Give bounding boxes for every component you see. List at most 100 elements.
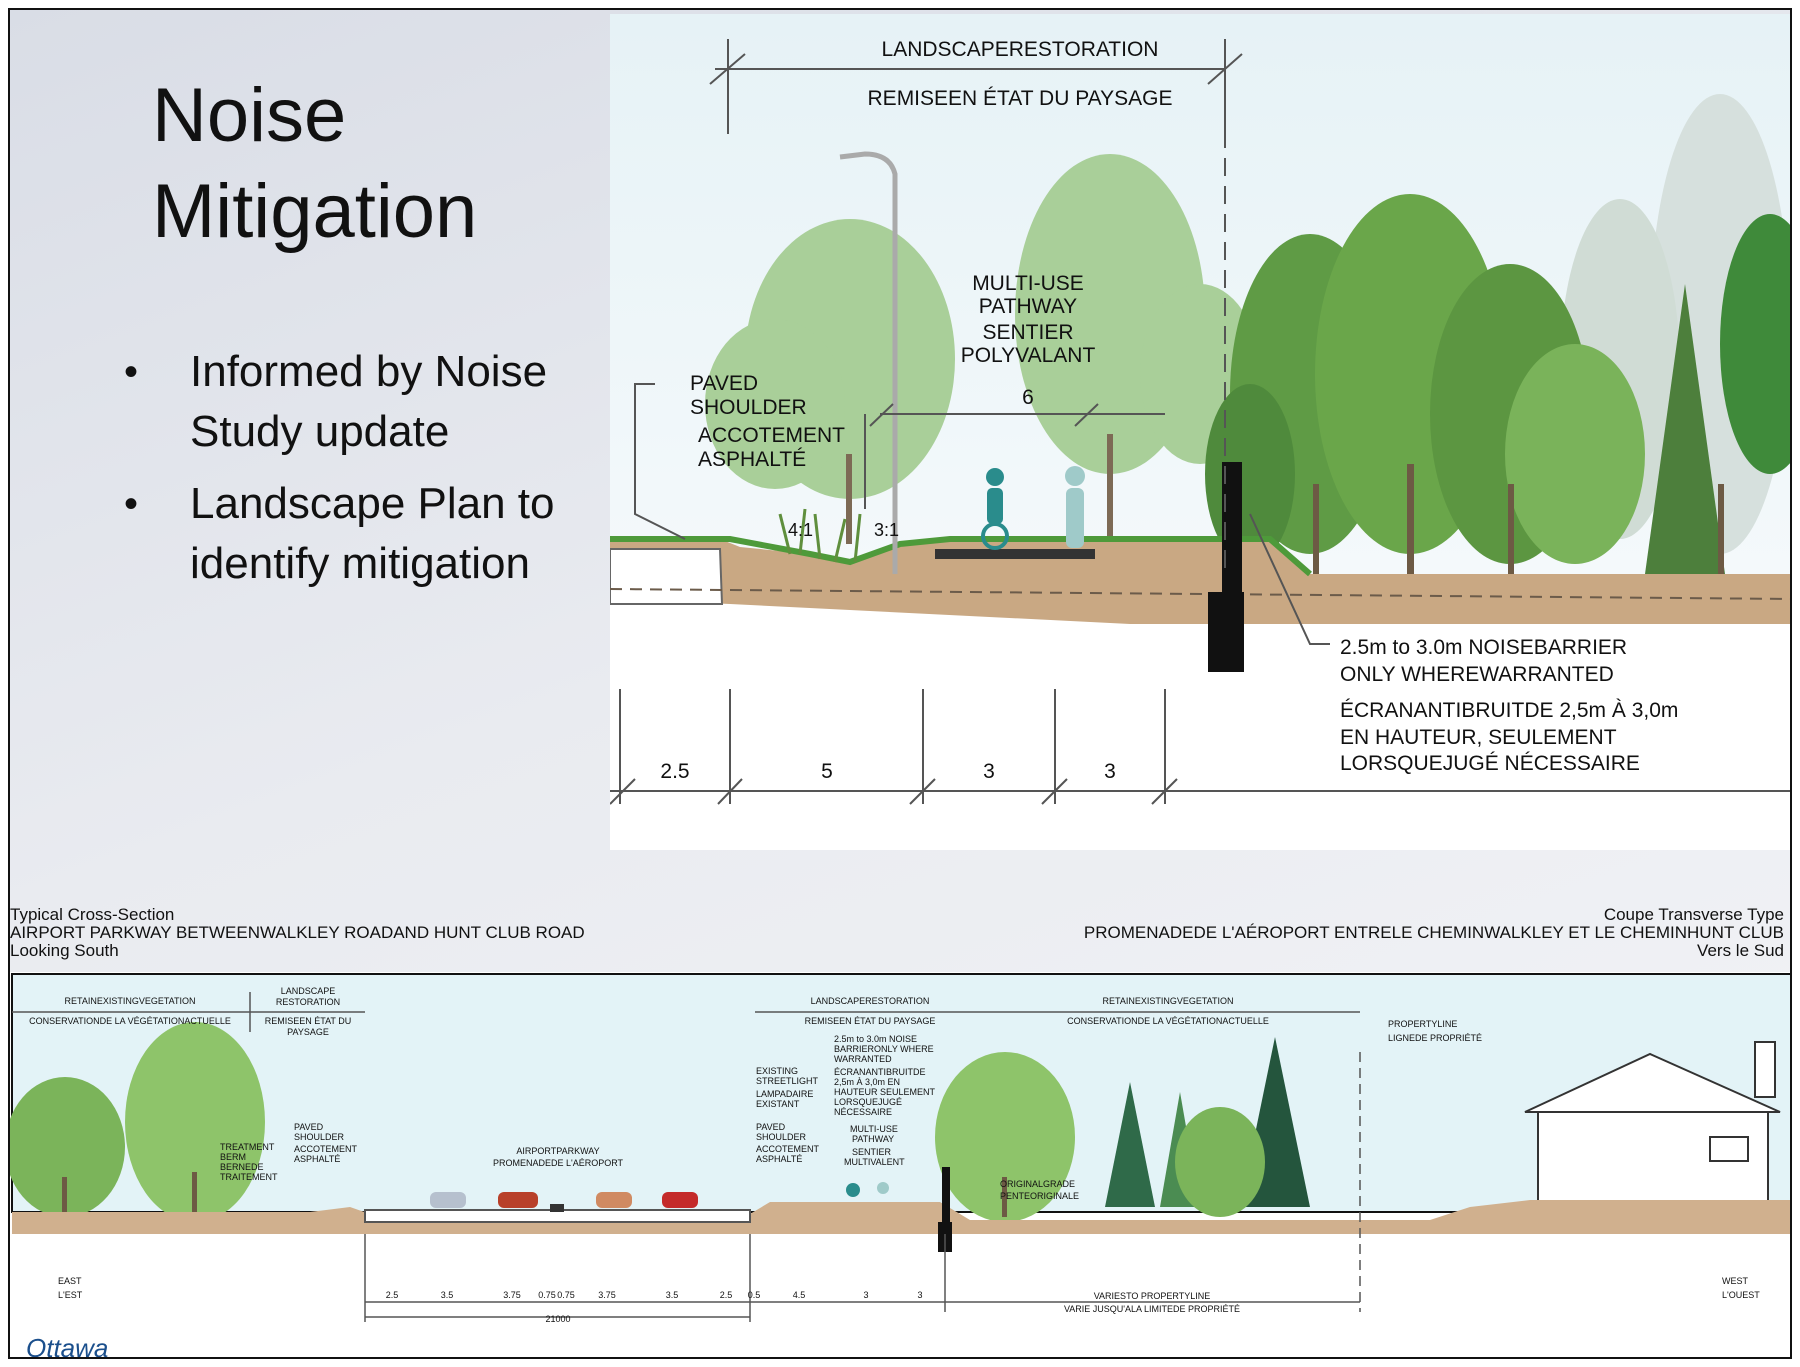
landscape-restoration-fr-label: PAYSAGE — [287, 1027, 329, 1037]
dimension-label: 3 — [917, 1290, 922, 1300]
paved-shoulder-label: SHOULDER — [756, 1132, 807, 1142]
total-width-label: 21000 — [545, 1314, 570, 1324]
noise-barrier-fr-label: HAUTEUR SEULEMENT — [834, 1087, 936, 1097]
dimension-label: 5 — [821, 760, 833, 783]
parkway-fr-label: PROMENADEDE L'AÉROPORT — [493, 1158, 624, 1168]
median — [550, 1204, 564, 1212]
varies-fr-label: VARIE JUSQU'ALA LIMITEDE PROPRIÉTÉ — [1064, 1304, 1240, 1314]
landscape-restoration-fr-label: REMISEEN ÉTAT DU — [265, 1016, 352, 1026]
cyclist — [981, 468, 1009, 550]
top-dimension-lines — [610, 39, 1790, 805]
bullet-dot-icon: • — [124, 350, 139, 394]
pedestrian — [877, 1182, 889, 1194]
section-header-fr: Coupe Transverse Type PROMENADEDE L'AÉRO… — [1084, 906, 1784, 960]
retain-vegetation-fr-label: CONSERVATIONDE LA VÉGÉTATIONACTUELLE — [29, 1016, 231, 1026]
dimension-label: 2.5 — [386, 1290, 399, 1300]
section-header-line: AIRPORT PARKWAY BETWEENWALKLEY ROADAND H… — [10, 923, 585, 942]
grass-line — [610, 536, 1312, 577]
multi-use-pathway-label: MULTI-USE — [850, 1124, 898, 1134]
dimension-label: 3.5 — [441, 1290, 454, 1300]
bullet-item: •Informed by Noise Study update — [110, 342, 580, 462]
left-trees — [10, 1022, 265, 1222]
page-title: Noise Mitigation — [152, 73, 478, 254]
noise-barrier-label-2: ONLY WHEREWARRANTED — [1340, 663, 1614, 686]
noise-barrier — [942, 1167, 950, 1232]
treatment-berm-label: BERM — [220, 1152, 246, 1162]
east-label: EAST — [58, 1276, 82, 1286]
noise-barrier-label: BARRIERONLY WHERE — [834, 1044, 934, 1054]
accotement-label: ACCOTEMENT — [698, 424, 845, 447]
noise-barrier — [1222, 462, 1242, 592]
asphalte-label: ASPHALTÉ — [698, 448, 806, 471]
dimension-label: 3 — [863, 1290, 868, 1300]
dimension-label: 2.5 — [660, 760, 689, 783]
dimension-label: 3 — [1104, 760, 1116, 783]
landscape-restoration-label: LANDSCAPE — [281, 986, 336, 996]
west-fr-label: L'OUEST — [1722, 1290, 1760, 1300]
section-header-line: Looking South — [10, 941, 119, 960]
paved-shoulder-surface — [610, 548, 724, 605]
dimension-label: 0.75 — [538, 1290, 556, 1300]
pathway-width-label: 6 — [1022, 386, 1034, 409]
top-cross-section-diagram: LANDSCAPERESTORATION REMISEEN ÉTAT DU PA… — [610, 14, 1790, 850]
slope-right-label: 3:1 — [874, 520, 899, 540]
noise-barrier-fr-label: LORSQUEJUGÉ — [834, 1097, 902, 1107]
paved-shoulder-fr-label: ACCOTEMENT — [756, 1144, 820, 1154]
streetlight-fr-label: LAMPADAIRE — [756, 1089, 813, 1099]
paved-shoulder-fr-label: ACCOTEMENT — [294, 1144, 358, 1154]
dimension-label: 3 — [983, 760, 995, 783]
landscape-restoration-label: RESTORATION — [276, 997, 340, 1007]
noise-barrier-label: 2.5m to 3.0m NOISE — [834, 1034, 917, 1044]
cyclist — [846, 1183, 860, 1197]
shoulder-label: SHOULDER — [690, 396, 807, 419]
paved-shoulder-label: PAVED — [294, 1122, 324, 1132]
bullet-dot-icon: • — [124, 482, 139, 526]
landscape-restoration-fr-label: REMISEEN ÉTAT DU PAYSAGE — [868, 87, 1173, 110]
property-line-label: PROPERTYLINE — [1388, 1019, 1457, 1029]
forest-trunks — [1313, 464, 1724, 574]
streetlight-label: STREETLIGHT — [756, 1076, 819, 1086]
property-line-fr-label: LIGNEDE PROPRIÉTÉ — [1388, 1033, 1482, 1043]
bullet-item: •Landscape Plan to identify mitigation — [110, 474, 580, 594]
car — [430, 1192, 698, 1208]
multi-use-label: MULTI-USE — [972, 272, 1084, 295]
dimension-label: 0.75 — [557, 1290, 575, 1300]
landscape-restoration-label: LANDSCAPERESTORATION — [882, 38, 1159, 61]
noise-barrier-fr-label: 2,5m À 3,0m EN — [834, 1077, 900, 1087]
multi-use-pathway-fr-label: SENTIER — [852, 1147, 892, 1157]
retain-vegetation-label: RETAINEXISTINGVEGETATION — [1102, 996, 1233, 1006]
polyvalant-label: POLYVALANT — [961, 344, 1096, 367]
varies-label: VARIESTO PROPERTYLINE — [1094, 1291, 1211, 1301]
treatment-berm-fr-label: BERNEDE — [220, 1162, 264, 1172]
treatment-berm-label: TREATMENT — [220, 1142, 275, 1152]
east-fr-label: L'EST — [58, 1290, 83, 1300]
dimension-label: 0.5 — [748, 1290, 761, 1300]
background-trunks — [846, 434, 1113, 544]
pedestrian — [1065, 466, 1085, 548]
treatment-berm-fr-label: TRAITEMENT — [220, 1172, 278, 1182]
multi-use-pathway-label: PATHWAY — [852, 1134, 894, 1144]
noise-barrier-footing — [1208, 592, 1244, 672]
full-cross-section-diagram: RETAINEXISTINGVEGETATION CONSERVATIONDE … — [10, 972, 1790, 1359]
multi-use-pathway-fr-label: MULTIVALENT — [844, 1157, 905, 1167]
slide: Noise Mitigation •Informed by Noise Stud… — [8, 8, 1792, 1359]
section-header-line: Vers le Sud — [1697, 941, 1784, 960]
noise-barrier-fr-label: ÉCRANANTIBRUITDE — [834, 1067, 926, 1077]
pathway-surface — [935, 549, 1095, 559]
sentier-label: SENTIER — [982, 321, 1073, 344]
ottawa-logo: Ottawa — [26, 1333, 108, 1359]
forest — [1205, 94, 1790, 574]
noise-barrier-fr-label-3: LORSQUEJUGÉ NÉCESSAIRE — [1340, 752, 1640, 775]
parkway-label: AIRPORTPARKWAY — [516, 1146, 599, 1156]
retain-vegetation-fr-label: CONSERVATIONDE LA VÉGÉTATIONACTUELLE — [1067, 1016, 1269, 1026]
right-trees — [935, 1037, 1310, 1222]
original-grade-fr-label: PENTEORIGINALE — [1000, 1191, 1079, 1201]
noise-barrier-fr-label: NÉCESSAIRE — [834, 1107, 892, 1117]
pathway-label: PATHWAY — [979, 295, 1077, 318]
dimension-label: 4.5 — [793, 1290, 806, 1300]
streetlight — [839, 151, 898, 574]
section-header-en: Typical Cross-Section AIRPORT PARKWAY BE… — [10, 906, 585, 960]
ground-soil — [12, 1200, 1790, 1234]
section-header-line: PROMENADEDE L'AÉROPORT ENTRELE CHEMINWAL… — [1083, 923, 1784, 942]
retain-vegetation-label: RETAINEXISTINGVEGETATION — [64, 996, 195, 1006]
